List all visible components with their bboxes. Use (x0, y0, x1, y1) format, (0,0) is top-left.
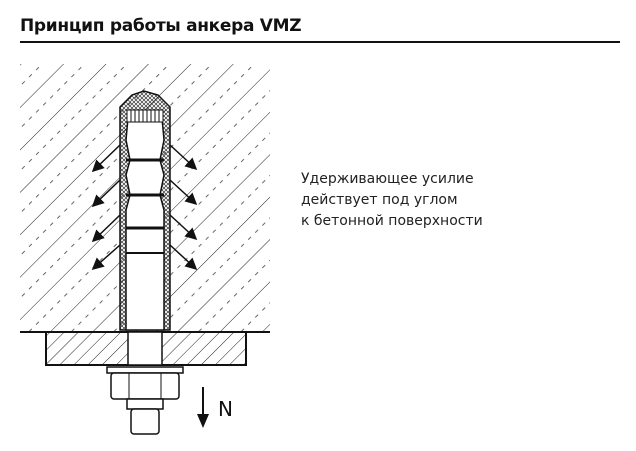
description-line: Удерживающее усилие (301, 171, 474, 187)
description: Удерживающее усилие действует под углом … (301, 169, 483, 232)
description-line: действует под углом (301, 192, 458, 208)
load-label: N (218, 397, 233, 421)
holding-force-arrows (91, 144, 198, 271)
description-line: к бетонной поверхности (301, 213, 483, 229)
load-arrow (197, 387, 209, 428)
bolt-and-nut (106, 331, 184, 435)
title-rule (20, 41, 620, 43)
diagram-title: Принцип работы анкера VMZ (20, 16, 302, 36)
anchor-sleeve (119, 90, 171, 331)
